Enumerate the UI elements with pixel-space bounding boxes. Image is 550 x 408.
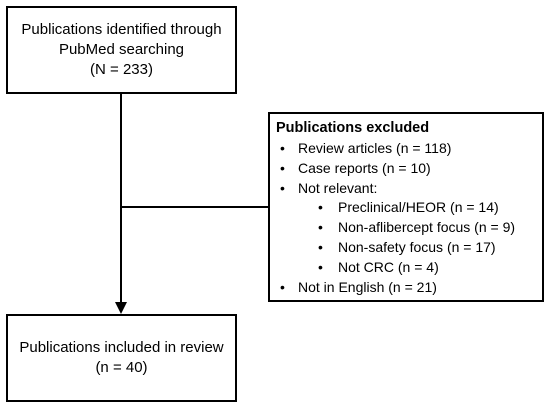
identified-box: Publications identified through PubMed s… [6, 6, 237, 94]
excluded-item-not-english: Not in English (n = 21) [276, 278, 536, 298]
identified-line-2: PubMed searching [58, 41, 185, 58]
flow-horizontal-connector [121, 206, 268, 208]
included-count: (n = 40) [95, 359, 148, 376]
excluded-subitem-preclinical: Preclinical/HEOR (n = 14) [298, 198, 536, 218]
not-relevant-sublist: Preclinical/HEOR (n = 14) Non-aflibercep… [298, 198, 536, 277]
excluded-subitem-non-aflibercept: Non-aflibercept focus (n = 9) [298, 218, 536, 238]
included-box: Publications included in review (n = 40) [6, 314, 237, 402]
excluded-item-not-relevant: Not relevant: Preclinical/HEOR (n = 14) … [276, 179, 536, 278]
arrow-down-icon [115, 302, 127, 314]
excluded-subitem-non-safety: Non-safety focus (n = 17) [298, 238, 536, 258]
excluded-subitem-not-crc: Not CRC (n = 4) [298, 258, 536, 278]
identified-line-1: Publications identified through [21, 21, 222, 38]
excluded-item-not-relevant-label: Not relevant: [298, 179, 378, 196]
excluded-title: Publications excluded [276, 120, 430, 136]
excluded-list: Review articles (n = 118) Case reports (… [276, 139, 536, 297]
excluded-item-case-reports: Case reports (n = 10) [276, 159, 536, 179]
excluded-item-review: Review articles (n = 118) [276, 139, 536, 159]
identified-count: (N = 233) [90, 61, 153, 78]
excluded-box: Publications excluded Review articles (n… [268, 112, 544, 302]
included-line-1: Publications included in review [19, 339, 224, 356]
flow-vertical-connector [120, 94, 122, 302]
